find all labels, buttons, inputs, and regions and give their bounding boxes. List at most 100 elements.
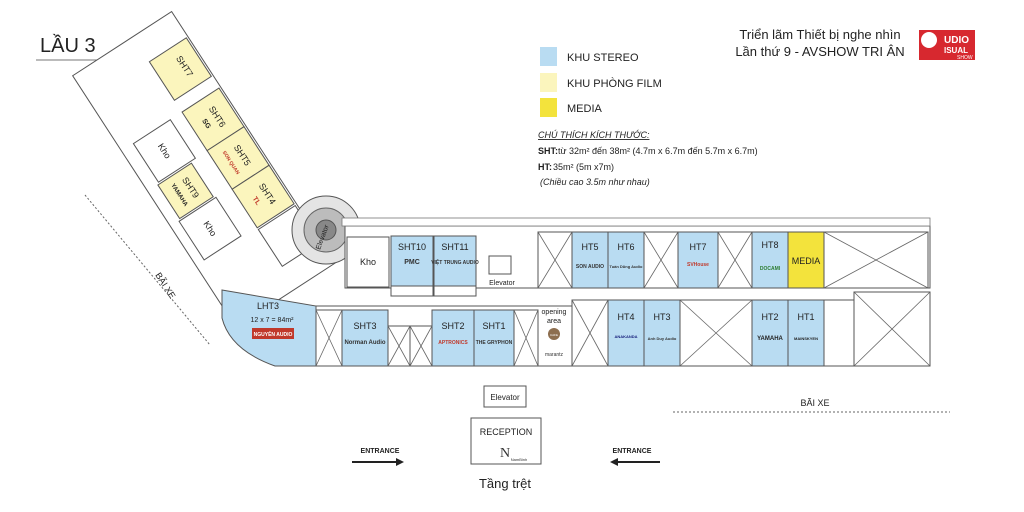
logo-ht8: DOCAMI bbox=[760, 266, 781, 272]
booth-sht3-label: SHT3 bbox=[353, 321, 376, 331]
booth-ht3[interactable] bbox=[643, 299, 681, 367]
logo-ht4: ANAKANDA bbox=[614, 334, 637, 339]
logo-ht6: Tuấn Dũng Audio bbox=[610, 264, 643, 269]
booth-sht2[interactable] bbox=[431, 309, 475, 367]
empty-room-crosses bbox=[315, 231, 931, 367]
logo-opening: CAFE bbox=[550, 333, 558, 337]
booth-media-label: MEDIA bbox=[792, 256, 821, 266]
opening-label-2: area bbox=[547, 318, 561, 325]
parking-left-label: BÃI XE bbox=[153, 271, 177, 301]
legend: KHU STEREO KHU PHÒNG FILM MEDIA bbox=[540, 47, 662, 117]
booth-ht5[interactable] bbox=[571, 231, 609, 289]
logo-ht1: MAINSKYEN bbox=[794, 336, 818, 341]
reception-box bbox=[470, 417, 542, 465]
header-line2: Lần thứ 9 - AVSHOW TRI ÂN bbox=[735, 44, 904, 59]
booth-ht4-label: HT4 bbox=[617, 312, 634, 322]
booth-sht11-label: SHT11 bbox=[441, 242, 468, 252]
legend-swatch-stereo bbox=[540, 47, 557, 66]
entrance-right-label: ENTRANCE bbox=[613, 448, 652, 455]
logo-marantz: marantz bbox=[545, 352, 564, 358]
logo-sht3: Norman Audio bbox=[344, 340, 385, 346]
legend-label-stereo: KHU STEREO bbox=[567, 52, 639, 64]
avshow-logo: UDIO ISUAL SHOW bbox=[919, 30, 975, 61]
entrance-right-arrow-icon bbox=[610, 458, 660, 466]
logo-ht7: SVHouse bbox=[687, 262, 709, 268]
entrance-left-arrow-icon bbox=[352, 458, 404, 466]
logo-ht5: SON AUDIO bbox=[576, 264, 604, 270]
header-line1: Triển lãm Thiết bị nghe nhìn bbox=[739, 27, 900, 42]
booth-lht3-label: LHT3 bbox=[257, 301, 279, 311]
booth-ht8[interactable] bbox=[751, 231, 789, 289]
booth-ht7-label: HT7 bbox=[689, 242, 706, 252]
logo-sub: ISUAL bbox=[944, 46, 968, 55]
notes-title: CHÚ THÍCH KÍCH THƯỚC: bbox=[538, 130, 650, 140]
booth-lht3-size: 12 x 7 = 84m² bbox=[251, 317, 295, 324]
logo-lht3: NGUYỄN AUDIO bbox=[254, 331, 293, 338]
booth-ht7[interactable] bbox=[677, 231, 719, 289]
booth-ht5-label: HT5 bbox=[581, 242, 598, 252]
room-kho3 bbox=[346, 236, 390, 288]
booth-ht1-label: HT1 bbox=[797, 312, 814, 322]
sht10-annex bbox=[390, 285, 434, 297]
parking-left-line bbox=[84, 194, 211, 346]
booth-sht10[interactable] bbox=[390, 235, 434, 288]
room-kho1 bbox=[132, 118, 197, 183]
booth-sht11[interactable] bbox=[433, 235, 477, 288]
booth-sht1[interactable] bbox=[473, 309, 515, 367]
logo-tag: SHOW bbox=[957, 55, 973, 61]
booth-ht2[interactable] bbox=[751, 299, 789, 367]
left-wing: SHT7 SHT6 SG SHT5 SON QUAN SHT4 TL Kho S… bbox=[71, 10, 336, 329]
legend-swatch-media bbox=[540, 98, 557, 117]
empty-booth-bottom-3 bbox=[823, 299, 855, 367]
elevator-mid-box bbox=[488, 255, 512, 275]
booth-ht6-label: HT6 bbox=[617, 242, 634, 252]
logo-main: UDIO bbox=[944, 35, 969, 46]
size-notes: CHÚ THÍCH KÍCH THƯỚC: SHT: từ 32m² đến 3… bbox=[538, 130, 758, 187]
parking-right-label: BÃI XE bbox=[800, 398, 829, 408]
booth-ht2-label: HT2 bbox=[761, 312, 778, 322]
floor-title: LẦU 3 bbox=[40, 34, 96, 57]
elevator-ground-label: Elevator bbox=[490, 393, 520, 402]
logo-ht2: YAMAHA bbox=[757, 336, 783, 342]
booth-sht10-label: SHT10 bbox=[398, 242, 426, 252]
logo-sht2: APTRONICS bbox=[438, 340, 468, 346]
ground-floor-label: Tầng trệt bbox=[479, 476, 531, 491]
elevator-ground-box bbox=[483, 385, 527, 408]
reception-logo-sub: NamBinh bbox=[511, 457, 527, 462]
logo-lht3-badge bbox=[252, 328, 294, 339]
booth-ht6[interactable] bbox=[607, 231, 645, 289]
booth-sht7[interactable] bbox=[148, 37, 213, 102]
notes-sht-label: SHT: bbox=[538, 146, 558, 156]
booth-ht1[interactable] bbox=[787, 299, 825, 367]
cafe-icon bbox=[548, 328, 560, 340]
reception-logo: N bbox=[500, 446, 510, 461]
room-kho2 bbox=[178, 196, 242, 261]
sht11-annex bbox=[433, 285, 477, 297]
booth-ht4[interactable] bbox=[607, 299, 645, 367]
entrance-left-label: ENTRANCE bbox=[361, 448, 400, 455]
legend-label-film: KHU PHÒNG FILM bbox=[567, 77, 662, 90]
logo-sht4: TL bbox=[251, 196, 262, 208]
notes-height: (Chiều cao 3.5m như nhau) bbox=[540, 177, 650, 187]
booth-sht3[interactable] bbox=[341, 309, 389, 367]
notes-sht-text: từ 32m² đến 38m² (4.7m x 6.7m đến 5.7m x… bbox=[558, 146, 758, 156]
booth-ht8-label: HT8 bbox=[761, 240, 778, 250]
notes-ht-label: HT: bbox=[538, 162, 552, 172]
notes-ht-text: 35m² (5m x7m) bbox=[553, 162, 614, 172]
booth-sht9[interactable] bbox=[157, 162, 214, 220]
reception-label: RECEPTION bbox=[480, 427, 533, 437]
logo-sht6: SG bbox=[200, 118, 212, 131]
booth-sht2-label: SHT2 bbox=[441, 321, 464, 331]
legend-label-media: MEDIA bbox=[567, 103, 603, 115]
booth-ht3-label: HT3 bbox=[653, 312, 670, 322]
booth-sht4[interactable] bbox=[231, 164, 295, 229]
main-wing: Kho SHT10 PMC SHT11 VIỆT TRUNG AUDIO Ele… bbox=[221, 217, 931, 367]
booth-media[interactable] bbox=[787, 231, 825, 289]
logo-sht1: THE GRYPHON bbox=[476, 340, 513, 346]
booth-sht1-label: SHT1 bbox=[482, 321, 505, 331]
elevator-mid-label: Elevator bbox=[489, 280, 515, 287]
spiral-staircase bbox=[291, 195, 361, 265]
logo-sht10: PMC bbox=[404, 259, 420, 266]
legend-swatch-film bbox=[540, 73, 557, 92]
